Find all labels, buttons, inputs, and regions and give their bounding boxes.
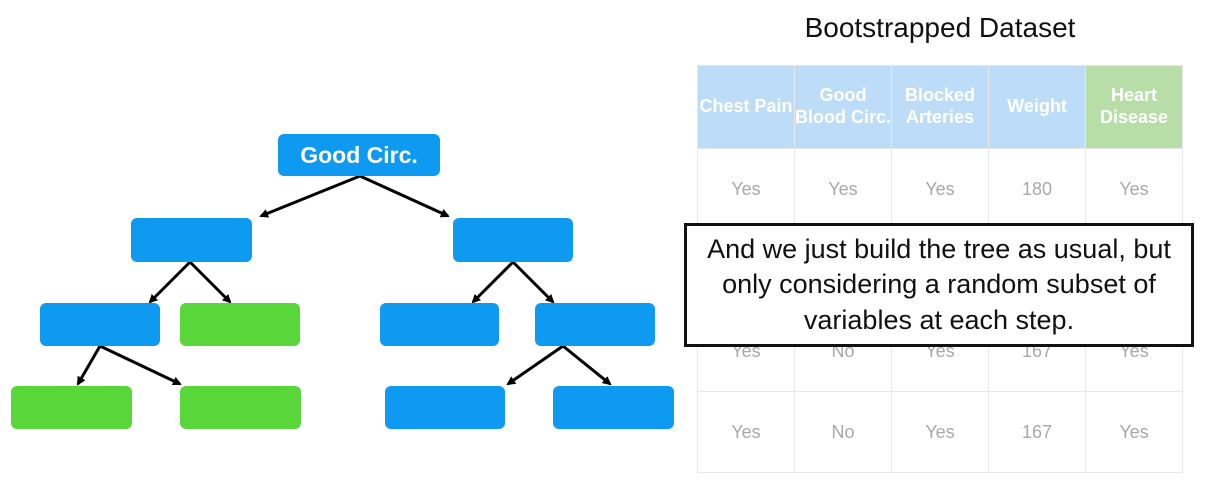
column-header-chest-pain: Chest Pain: [697, 65, 795, 149]
arrow-l2-left: [76, 345, 102, 386]
tree-leaf-left-3b: [180, 386, 301, 429]
arrow-r1-left: [471, 260, 515, 304]
table-row: Yes No Yes 167 Yes: [697, 391, 1183, 473]
arrow-root-right: [359, 174, 450, 218]
table-cell: Yes: [697, 391, 795, 473]
tree-leaf-left-2b: [180, 303, 300, 346]
arrow-root-left: [259, 174, 361, 218]
arrow-l1-right: [188, 260, 232, 304]
tree-node-right-3b: [553, 386, 674, 429]
tree-root-node: Good Circ.: [278, 134, 440, 176]
tree-node-right-2b: [535, 303, 655, 346]
arrow-r2-left: [506, 344, 564, 386]
table-cell: Yes: [1085, 148, 1183, 230]
column-header-weight: Weight: [988, 65, 1086, 149]
tree-node-right-1: [453, 218, 573, 262]
table-cell: Yes: [891, 148, 989, 230]
arrow-l2-right: [99, 344, 182, 386]
table-cell: Yes: [1085, 391, 1183, 473]
table-cell: Yes: [794, 148, 892, 230]
table-header-row: Chest Pain Good Blood Circ. Blocked Arte…: [697, 65, 1183, 149]
column-header-heart-disease: Heart Disease: [1085, 65, 1183, 149]
callout-box: And we just build the tree as usual, but…: [684, 223, 1194, 347]
callout-text: And we just build the tree as usual, but…: [707, 234, 1171, 335]
column-header-good-blood-circ: Good Blood Circ.: [794, 65, 892, 149]
table-cell: Yes: [891, 391, 989, 473]
tree-node-right-3a: [385, 386, 505, 429]
tree-node-left-2a: [40, 303, 160, 346]
arrow-l1-left: [148, 260, 192, 304]
table-row: Yes Yes Yes 180 Yes: [697, 148, 1183, 230]
tree-node-right-2a: [380, 303, 499, 346]
tree-root-label: Good Circ.: [300, 141, 418, 168]
table-cell: Yes: [697, 148, 795, 230]
table-cell: No: [794, 391, 892, 473]
dataset-title: Bootstrapped Dataset: [804, 12, 1076, 43]
tree-node-left-1: [131, 218, 252, 262]
arrow-r2-right: [562, 344, 612, 386]
arrow-r1-right: [511, 260, 555, 304]
column-header-blocked-arteries: Blocked Arteries: [891, 65, 989, 149]
table-cell: 167: [988, 391, 1086, 473]
table-cell: 180: [988, 148, 1086, 230]
tree-leaf-left-3a: [11, 386, 132, 429]
